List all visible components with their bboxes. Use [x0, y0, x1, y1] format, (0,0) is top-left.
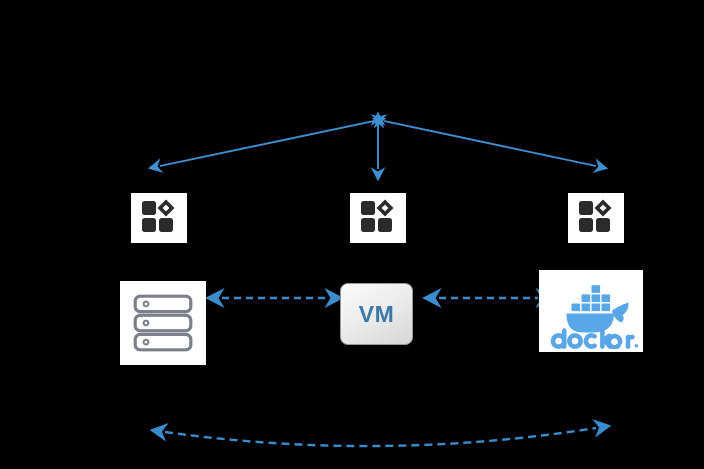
app-node-right-label [569, 234, 623, 238]
vm-node[interactable]: VM [340, 283, 413, 345]
hub-to-left-arrow [147, 114, 387, 173]
docker-whale-icon [550, 285, 638, 349]
app-node-center[interactable] [350, 193, 406, 243]
app-node-right[interactable] [568, 193, 624, 243]
app-modules-icon [142, 199, 175, 232]
vm-node-label: VM [358, 300, 395, 327]
server-stack-icon [133, 294, 193, 352]
app-modules-icon [579, 199, 612, 232]
docker-node[interactable] [539, 270, 643, 352]
app-modules-icon [361, 199, 394, 232]
bottom-curved-link [149, 419, 612, 448]
app-node-left[interactable] [131, 193, 187, 243]
app-node-center-label [351, 234, 405, 238]
app-node-left-label [132, 234, 186, 238]
hub-to-right-arrow [371, 114, 609, 173]
database-node[interactable] [120, 281, 206, 365]
